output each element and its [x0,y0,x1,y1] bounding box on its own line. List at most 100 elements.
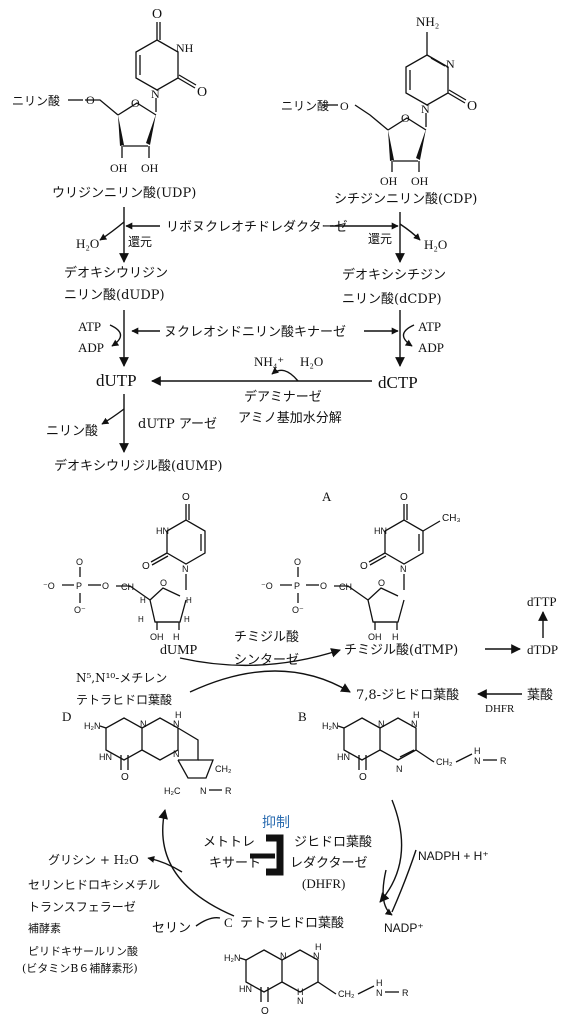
dhf-to-thf-arrow [379,799,403,903]
thf-label: テトラヒドロ葉酸 [240,916,344,931]
label-d: D [62,709,71,724]
dump-full-name: デオキシウリジル酸(dUMP) [54,458,222,474]
dhfr-line3: (DHFR) [302,876,345,891]
svg-text:N: N [151,87,160,101]
svg-text:⁻O: ⁻O [261,581,273,591]
svg-text:H₂N: H₂N [84,721,101,731]
svg-text:N: N [280,951,287,961]
dhfr-small-label: DHFR [485,703,515,715]
cdp-structure: NH₂ N O N O O OH OH ニリン酸 [281,14,477,188]
adp-right: ADP [418,340,444,355]
enzyme-ndk: ヌクレオシドニリン酸キナーゼ [164,325,346,340]
svg-text:H: H [138,615,144,624]
svg-text:O: O [400,492,408,503]
svg-text:P: P [294,581,300,591]
svg-text:N: N [446,57,455,71]
pyrophosphate: ニリン酸 [46,424,98,439]
dutpase: dUTP アーゼ [138,417,217,432]
svg-text:N: N [411,719,418,729]
svg-text:O: O [261,1006,269,1017]
svg-text:OH: OH [110,161,128,175]
svg-text:N: N [474,756,481,766]
ts-line2: シンターゼ [234,653,299,668]
svg-text:CH: CH [339,582,352,592]
atp-right: ATP [418,319,441,334]
svg-text:H₂N: H₂N [322,721,339,731]
svg-text:N: N [376,988,383,998]
svg-text:HN: HN [239,984,252,994]
svg-text:HN: HN [374,526,387,536]
svg-text:O: O [378,578,385,588]
ammonium: NH₄⁺ [254,354,284,369]
shmt-line1: セリンヒドロキシメチル [28,878,160,892]
nadph-label: NADPH + H⁺ [418,849,489,863]
deaminase-line1: デアミナーゼ [244,389,322,405]
water-deamination: H₂O [300,354,323,369]
coenzyme-label: 補酵素 [28,922,61,935]
methylene-line1: N⁵,N¹⁰-メチレン [76,671,167,685]
svg-text:⁻O: ⁻O [43,581,55,591]
svg-text:CH: CH [121,582,134,592]
atp-left: ATP [78,319,101,334]
label-a: A [322,489,332,504]
svg-text:N: N [396,764,403,774]
svg-text:H₂C: H₂C [164,786,181,796]
svg-text:OH: OH [141,161,159,175]
svg-text:H: H [413,710,420,720]
svg-text:O: O [401,111,410,125]
plp-line2: (ビタミンB６補酵素形) [22,962,138,975]
svg-text:H: H [140,596,146,605]
inhibition-bar [266,834,284,876]
methylene-line2: テトラヒドロ葉酸 [76,692,172,707]
svg-text:P: P [76,581,82,591]
svg-text:O: O [131,96,140,110]
dtdp-label: dTDP [527,642,558,657]
deaminase-line2: アミノ基加水分解 [238,411,342,426]
methyl-group: CH₃ [442,513,461,524]
methylene-to-dhf-arrow [189,670,351,693]
svg-text:R: R [402,988,409,998]
svg-text:OH: OH [368,632,382,642]
shmt-line2: トランスフェラーゼ [28,900,136,914]
svg-text:R: R [500,756,507,766]
svg-text:NH: NH [176,41,194,55]
dtmp-label: チミジル酸(dTMP) [344,643,458,658]
svg-text:O: O [102,581,109,591]
dhfr-line1: ジヒドロ葉酸 [294,835,372,850]
svg-text:H₂N: H₂N [224,953,241,963]
svg-text:O: O [340,99,349,113]
nadp-label: NADP⁺ [384,921,424,935]
svg-text:N: N [173,749,180,759]
dtmp-structure: CH₃ O O HN N O CH O P ⁻O O O⁻ OH H [261,492,461,642]
svg-text:O: O [320,581,327,591]
methylene-thf-structure: D H₂N N H N HN N O CH₂ H₂C N R [62,709,232,796]
adp-left: ADP [78,340,104,355]
dudp-line2: ニリン酸(dUDP) [64,288,165,303]
svg-text:HN: HN [99,752,112,762]
dctp-label: dCTP [378,373,418,392]
svg-text:O: O [142,561,150,572]
dump-to-dtmp-arrow [179,648,341,667]
dudp-line1: デオキシウリジン [64,265,168,281]
svg-text:O⁻: O⁻ [292,605,304,615]
svg-text:O: O [294,557,301,567]
svg-text:H: H [173,632,180,642]
svg-text:O: O [197,85,207,100]
thf-to-methylene-arrow [158,809,235,917]
svg-text:CH₂: CH₂ [436,757,453,767]
svg-text:H: H [315,942,322,952]
svg-text:OH: OH [380,174,398,188]
svg-text:OH: OH [150,632,164,642]
svg-text:O: O [359,772,367,783]
svg-text:N: N [297,996,304,1006]
svg-text:N: N [140,719,147,729]
dump-structure: O O HN N O CH O P ⁻O O O⁻ H H H H OH H [43,492,206,642]
folate-label: 葉酸 [527,688,553,703]
serine-label: セリン [152,921,191,936]
enzyme-rnr: リボヌクレオチドレダクターゼ [166,220,347,235]
svg-text:N: N [378,719,385,729]
svg-text:N: N [200,786,207,796]
svg-text:H: H [297,987,304,997]
plp-line1: ピリドキサールリン酸 [28,944,138,958]
svg-text:O: O [467,99,477,114]
